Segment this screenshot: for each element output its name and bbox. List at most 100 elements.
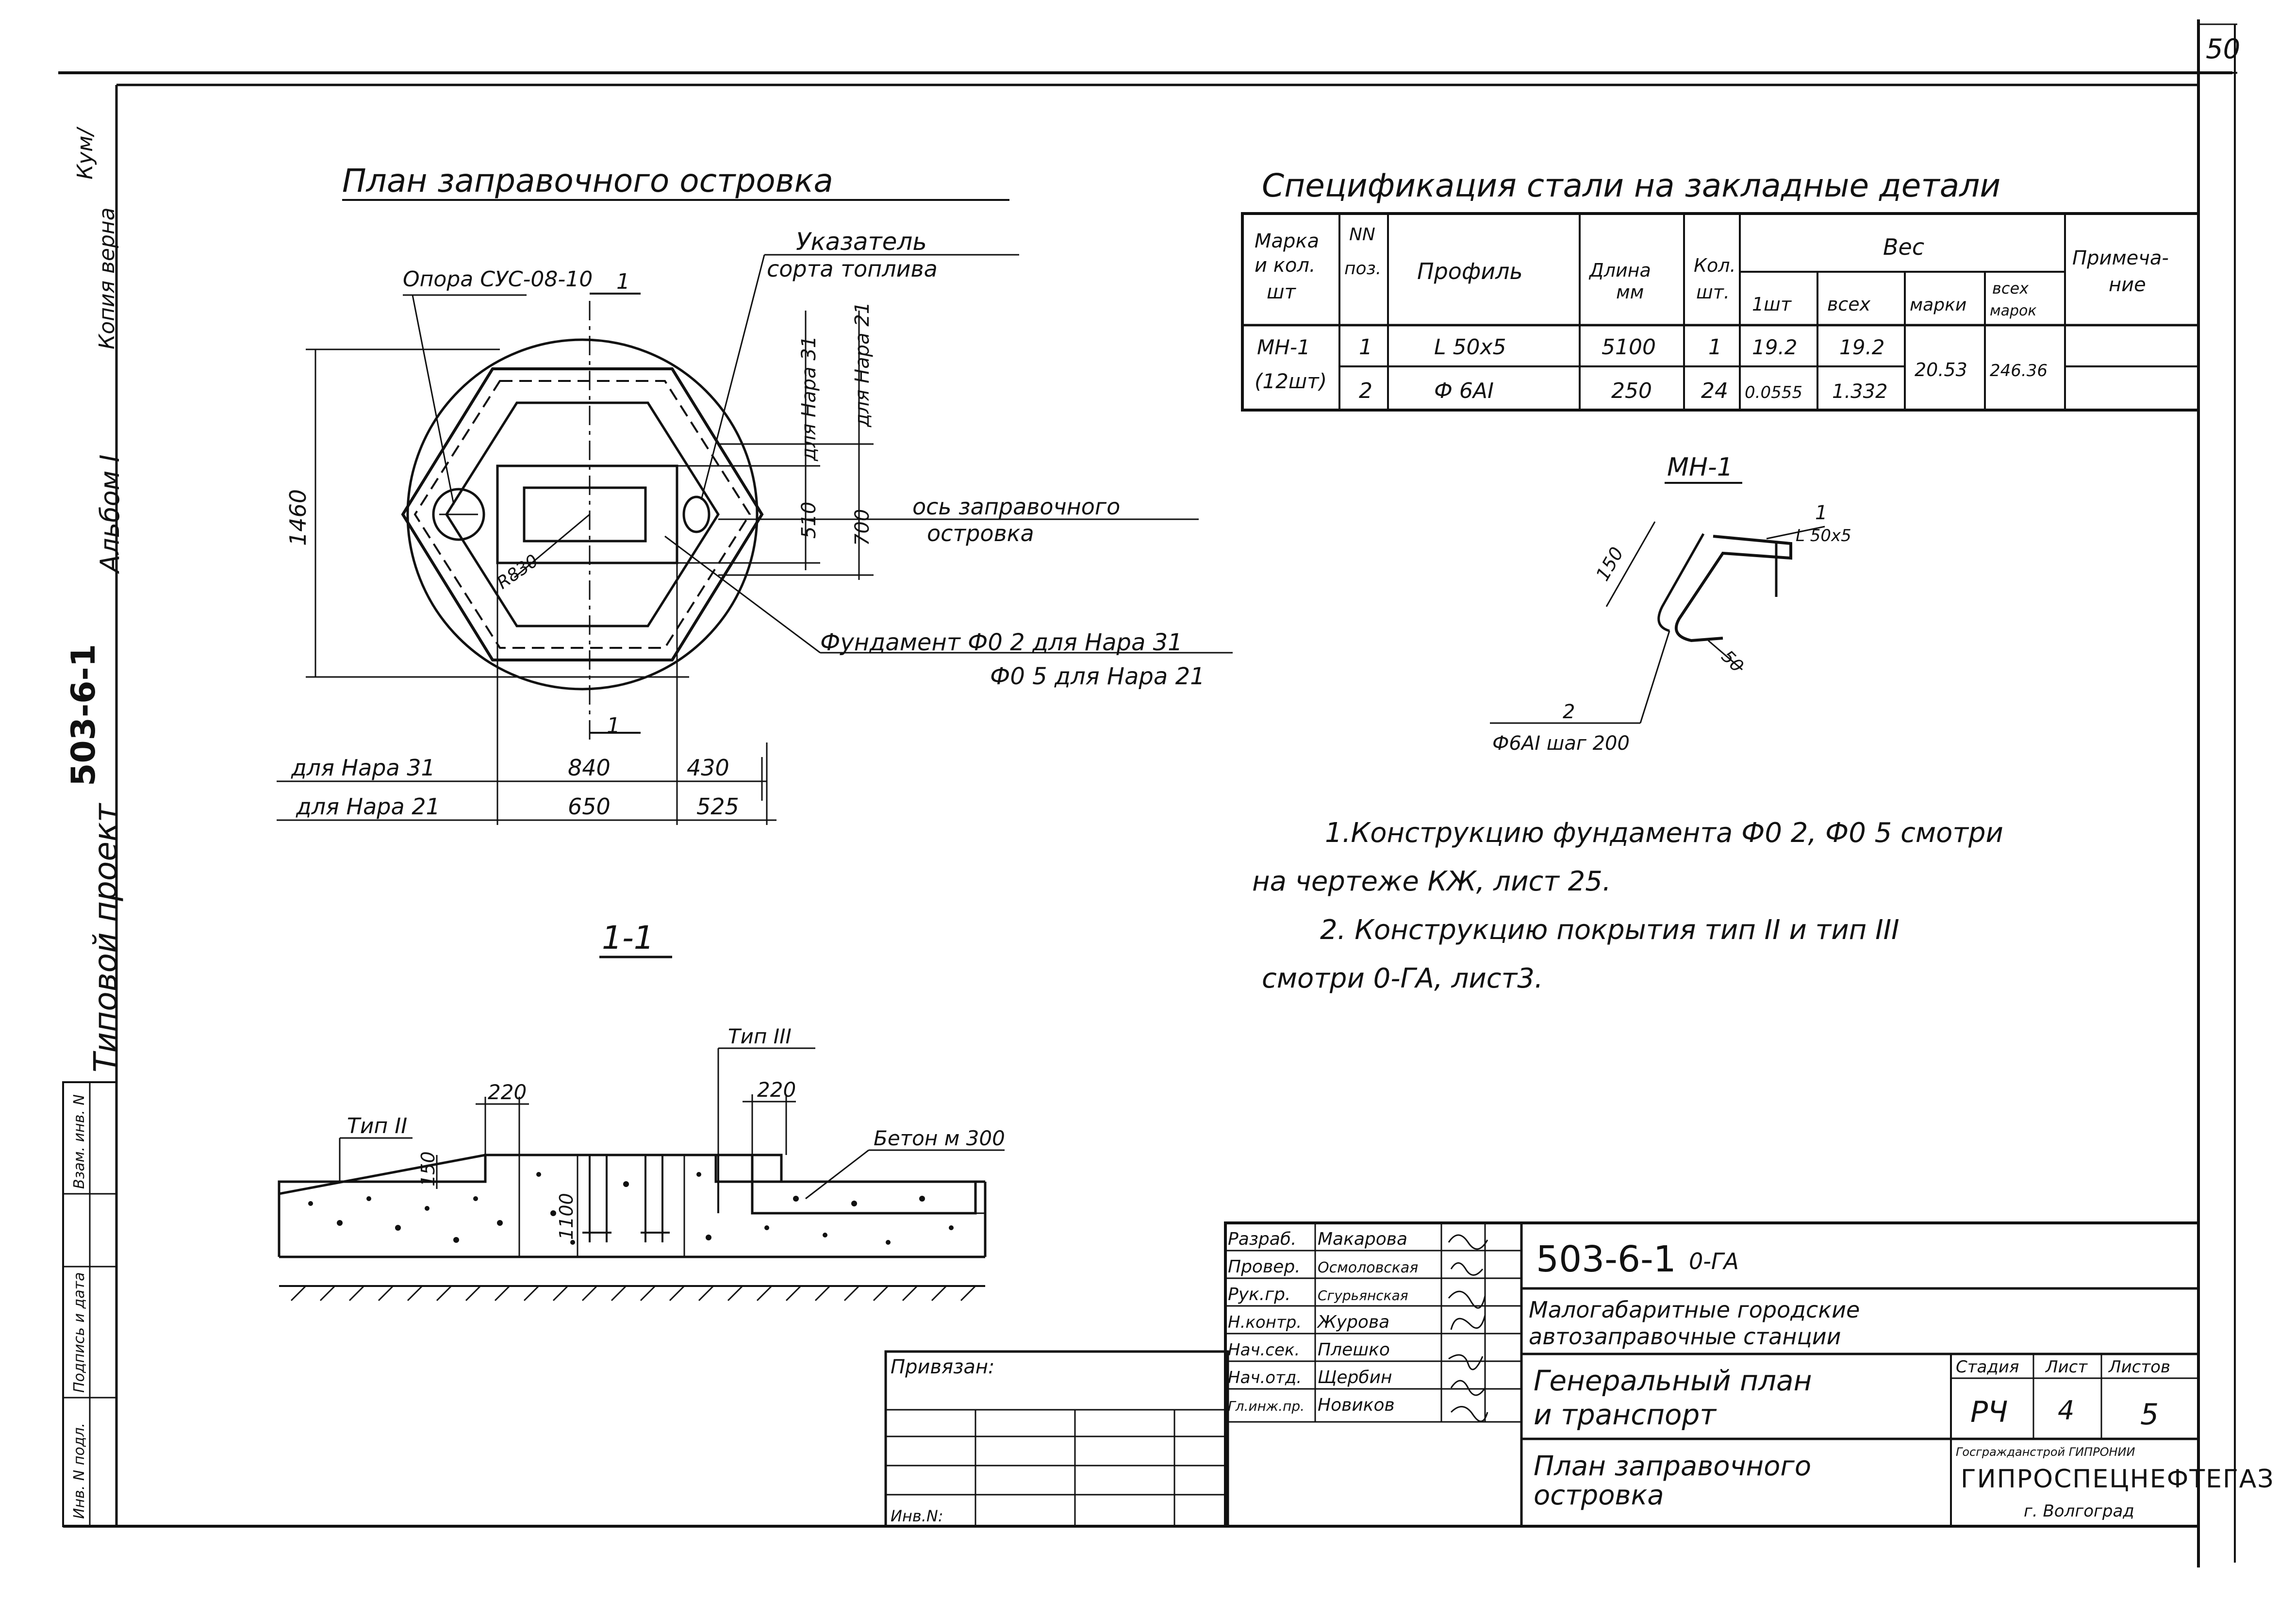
note-line-2: на чертеже КЖ, лист 25. xyxy=(1252,866,1611,897)
h-note-2: ние xyxy=(2109,274,2146,296)
name-6: Щербин xyxy=(1318,1368,1392,1387)
island-plan: План заправочного островка 1 1 R830 1460 xyxy=(277,162,1233,825)
title-block: Привязан: Инв.N: Разраб. Провер. Рук.гр.… xyxy=(884,1221,2275,1528)
h-qty-1: Кол. xyxy=(1694,255,1736,276)
foundation-inner xyxy=(523,486,647,543)
note-line-4: смотри 0-ГА, лист3. xyxy=(1262,963,1543,994)
cell-all-1: 19.2 xyxy=(1839,335,1885,359)
detail-mh1: МН-1 1 L 50x5 150 50 2 Ф6АI шаг 200 xyxy=(1490,453,1851,755)
tb-org: ГИПРОСПЕЦНЕФТЕГАЗ xyxy=(1961,1465,2275,1494)
h-weight: Вес xyxy=(1883,234,1924,260)
axis-label-2: островка xyxy=(927,520,1034,546)
radius-label: R830 xyxy=(494,551,542,593)
role-7: Гл.инж.пр. xyxy=(1228,1398,1305,1414)
h-w-mark: марки xyxy=(1910,295,1966,315)
tb-drawing-1: План заправочного xyxy=(1534,1451,1811,1482)
tb-org-bottom: г. Волгоград xyxy=(2024,1501,2134,1521)
signature-marks xyxy=(1448,1234,1488,1422)
indicator-label-2: сорта топлива xyxy=(767,256,938,282)
h-w-marks-1: всех xyxy=(1992,279,2029,297)
left-margin: Копия верна Кум/ Альбом I Типовой проект… xyxy=(62,127,125,1527)
cell-one-2: 0.0555 xyxy=(1745,383,1802,402)
section-type3: Тип III xyxy=(728,1024,792,1048)
cell-pos-1: 1 xyxy=(1359,335,1372,360)
tb-sheet-name-2: и транспорт xyxy=(1534,1398,1717,1431)
detail-title: МН-1 xyxy=(1667,453,1733,482)
dim-row-b-21: 525 xyxy=(696,793,739,820)
name-2: Осмоловская xyxy=(1318,1259,1418,1276)
page-number: 50 xyxy=(2206,33,2240,65)
section-dim-220-right: 220 xyxy=(757,1078,796,1102)
tb-sheets: 5 xyxy=(2140,1398,2159,1432)
notes: 1.Конструкцию фундамента Ф0 2, Ф0 5 смот… xyxy=(1252,817,2003,994)
h-qty-2: шт. xyxy=(1696,281,1730,303)
tb-sheets-h: Листов xyxy=(2108,1357,2170,1377)
detail-callout-1: 1 xyxy=(1815,502,1827,524)
dim-row-a-21: 650 xyxy=(568,793,611,820)
inv-label: Инв.N: xyxy=(891,1507,943,1525)
h-mark-1: Марка xyxy=(1255,230,1319,252)
h-pos-1: NN xyxy=(1349,225,1375,245)
section-dim-150: 150 xyxy=(417,1151,439,1187)
copy-signature: Кум/ xyxy=(73,127,98,180)
indicator-label-1: Указатель xyxy=(796,228,927,256)
section-concrete-label: Бетон м 300 xyxy=(874,1126,1005,1150)
tied-label: Привязан: xyxy=(891,1356,995,1378)
plan-title: План заправочного островка xyxy=(342,162,833,199)
tb-stage-h: Стадия xyxy=(1956,1357,2019,1377)
tb-sheet-name-1: Генеральный план xyxy=(1534,1364,1812,1397)
axis-label-1: ось заправочного xyxy=(912,494,1120,520)
section-dim-220-left: 220 xyxy=(488,1080,527,1104)
h-w-all: всех xyxy=(1827,294,1871,315)
album-label: Альбом I xyxy=(95,455,125,574)
note-line-3: 2. Конструкцию покрытия тип II и тип III xyxy=(1320,914,1900,946)
tb-object-1: Малогабаритные городские xyxy=(1529,1297,1860,1323)
name-4: Журова xyxy=(1317,1312,1389,1332)
role-3: Рук.гр. xyxy=(1228,1285,1290,1304)
island-hexagon-outer xyxy=(401,367,764,661)
island-outer-circle xyxy=(406,338,759,691)
name-3: Сгурьянская xyxy=(1318,1287,1408,1303)
dim-for-nara31: для Нара 31 xyxy=(798,336,820,462)
cell-qty-2: 24 xyxy=(1701,379,1728,403)
cell-length-1: 5100 xyxy=(1602,335,1656,360)
dim-700: 700 xyxy=(851,509,874,546)
cell-weight-mark: 20.53 xyxy=(1915,359,1967,380)
cell-weight-marks: 246.36 xyxy=(1990,361,2048,380)
project-code: 503-6-1 xyxy=(65,644,103,786)
tb-code-suffix: 0-ГА xyxy=(1689,1248,1739,1274)
foundation-label-2: Ф0 5 для Нара 21 xyxy=(990,663,1205,690)
h-mark-2: и кол. xyxy=(1255,254,1316,277)
cell-mark-2: (12шт) xyxy=(1255,369,1327,393)
foundation-outer xyxy=(496,464,678,564)
dim-510: 510 xyxy=(798,502,820,539)
spec-table: Спецификация стали на закладные детали М… xyxy=(1241,167,2200,412)
island-hexagon-dashed xyxy=(413,380,751,649)
cell-mark-1: МН-1 xyxy=(1257,335,1310,359)
spec-title: Спецификация стали на закладные детали xyxy=(1262,167,2000,204)
stamp-signature-date: Подпись и дата xyxy=(71,1272,88,1393)
dim-row-a-31: 840 xyxy=(568,755,611,781)
h-length-1: Длина xyxy=(1588,260,1651,281)
cell-one-1: 19.2 xyxy=(1752,335,1798,359)
tb-code: 503-6-1 xyxy=(1536,1238,1676,1280)
dim-row-label-31: для Нара 31 xyxy=(291,755,435,781)
role-6: Нач.отд. xyxy=(1228,1368,1302,1387)
name-1: Макарова xyxy=(1318,1229,1407,1249)
h-length-2: мм xyxy=(1616,281,1644,303)
name-5: Плешко xyxy=(1318,1340,1390,1360)
cell-length-2: 250 xyxy=(1611,379,1652,403)
dim-row-b-31: 430 xyxy=(687,755,729,781)
cell-all-2: 1.332 xyxy=(1832,380,1888,403)
h-pos-2: поз. xyxy=(1344,259,1381,279)
role-4: Н.контр. xyxy=(1228,1313,1302,1332)
support-label: Опора СУС-08-10 xyxy=(403,267,593,292)
cell-profile-1: L 50x5 xyxy=(1434,335,1506,360)
tb-sheet: 4 xyxy=(2058,1395,2074,1426)
role-2: Провер. xyxy=(1228,1257,1301,1277)
copy-note: Копия верна xyxy=(95,207,119,349)
tb-drawing-2: островка xyxy=(1534,1480,1664,1511)
detail-angle-label: L 50x5 xyxy=(1796,526,1851,545)
stamp-inv-orig: Инв. N подл. xyxy=(71,1423,88,1519)
